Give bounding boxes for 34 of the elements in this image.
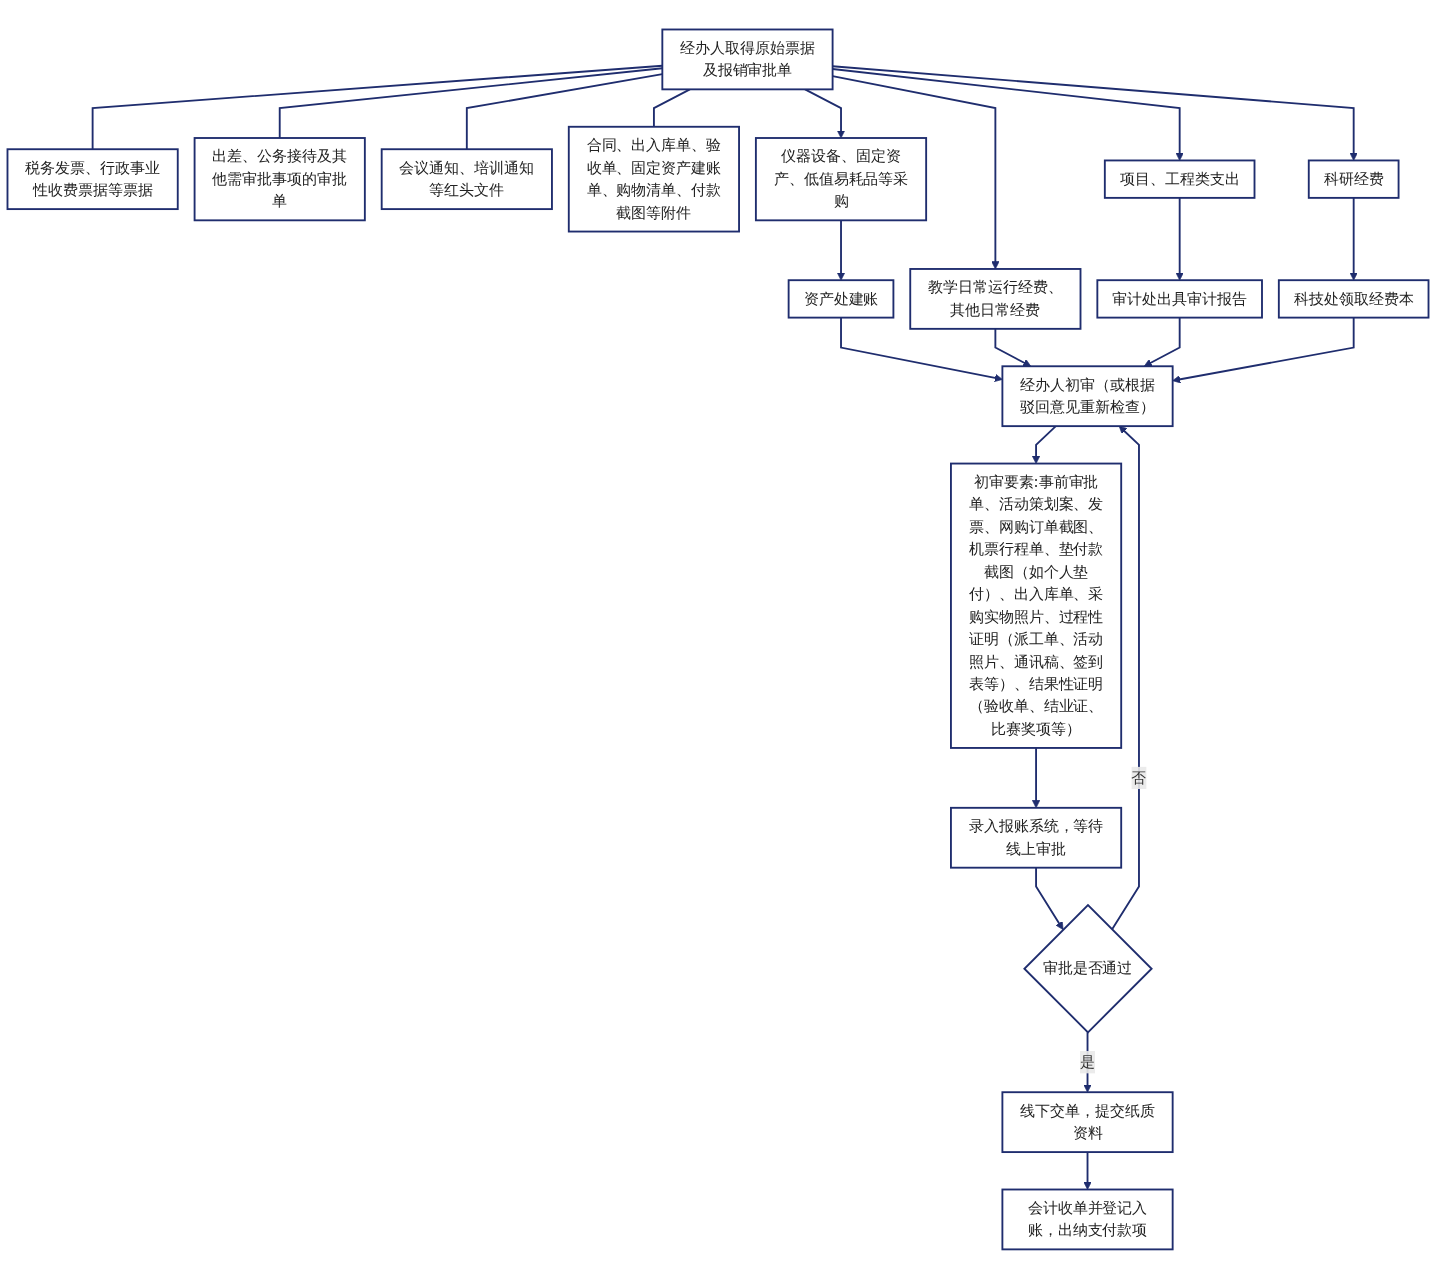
node-box: 仪器设备、固定资产、低值易耗品等采购 <box>754 136 928 221</box>
node-box: 录入报账系统，等待线上审批 <box>950 806 1123 869</box>
node-box: 税务发票、行政事业性收费票据等票据 <box>6 147 179 210</box>
node-box: 教学日常运行经费、其他日常经费 <box>909 267 1082 330</box>
node-box: 初审要素:事前审批单、活动策划案、发票、网购订单截图、机票行程单、垫付款截图（如个人垫付）、出入库单、采购实物照片、过程性证明（派工单、活动照片、通讯稿、签到表等）、结果性证明（验收单、结业证、比赛奖项等） <box>950 462 1123 749</box>
edge-label: 是 <box>1080 1052 1096 1071</box>
arrow <box>1031 746 1041 808</box>
arrow <box>840 316 1003 382</box>
node-box: 审计处出具审计报告 <box>1096 278 1263 319</box>
arrow <box>994 327 1032 367</box>
node-diamond: 审批是否通过 <box>1023 903 1153 1034</box>
arrow <box>1083 1150 1092 1190</box>
arrow <box>1349 196 1358 281</box>
node-box: 经办人取得原始票据及报销审批单 <box>661 28 834 90</box>
arrow <box>836 218 846 281</box>
arrow <box>1111 425 1140 931</box>
arrow <box>1031 424 1057 464</box>
arrow <box>1143 316 1181 367</box>
connector <box>653 88 691 128</box>
arrow <box>804 88 846 138</box>
node-box: 会计收单并登记入账，出纳支付款项 <box>1001 1188 1174 1250</box>
node-box: 出差、公务接待及其他需审批事项的审批单 <box>193 136 366 221</box>
node-box: 合同、出入库单、验收单、固定资产建账单、购物清单、付款截图等附件 <box>567 125 740 233</box>
arrow <box>1035 866 1064 930</box>
arrow <box>1175 196 1184 281</box>
node-box: 资产处建账 <box>787 278 895 319</box>
node-box: 项目、工程类支出 <box>1103 159 1256 199</box>
node-box: 经办人初审（或根据驳回意见重新检查） <box>1001 364 1174 427</box>
node-box: 线下交单，提交纸质资料 <box>1001 1090 1174 1153</box>
arrow <box>1172 316 1355 383</box>
node-box: 会议通知、培训通知等红头文件 <box>380 147 553 210</box>
node-box: 科技处领取经费本 <box>1277 278 1430 319</box>
edge-label: 否 <box>1131 768 1147 786</box>
node-box: 科研经费 <box>1307 159 1400 199</box>
